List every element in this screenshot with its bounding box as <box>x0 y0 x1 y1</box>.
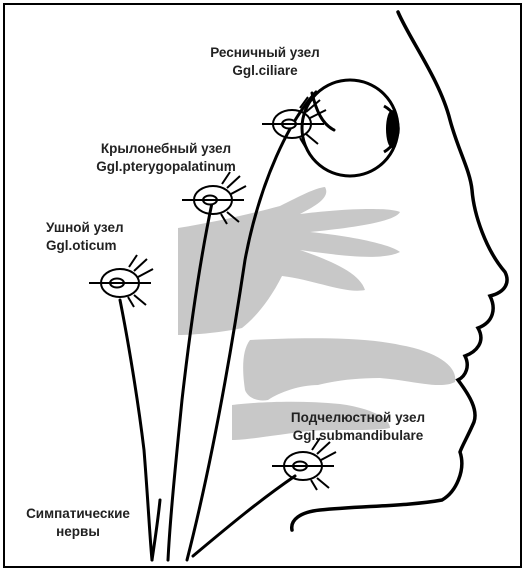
iris <box>386 110 398 148</box>
ganglion-submandibular <box>272 438 336 490</box>
label-ciliary-lat: Ggl.ciliare <box>196 62 334 80</box>
label-ciliary: Ресничный узел Ggl.ciliare <box>196 44 334 80</box>
label-pterygopalatine-ru: Крылонебный узел <box>82 140 250 158</box>
nerve-otic-branch <box>152 500 160 560</box>
label-otic-lat: Ggl.oticum <box>46 237 124 255</box>
label-ciliary-ru: Ресничный узел <box>196 44 334 62</box>
label-submandibular: Подчелюстной узел Ggl.submandibulare <box>283 409 433 445</box>
label-pterygopalatine-lat: Ggl.pterygopalatinum <box>82 158 250 176</box>
oral-cavity-shape <box>243 338 455 400</box>
label-sympathetic-1: Симпатические <box>16 505 140 523</box>
eyeball <box>302 80 398 176</box>
label-sympathetic-2: нервы <box>16 523 140 541</box>
label-sympathetic: Симпатические нервы <box>16 505 140 541</box>
nerve-submandibular <box>193 476 295 556</box>
label-submandibular-lat: Ggl.submandibulare <box>283 427 433 445</box>
label-pterygopalatine: Крылонебный узел Ggl.pterygopalatinum <box>82 140 250 176</box>
label-otic-ru: Ушной узел <box>46 219 124 237</box>
ganglion-pterygopalatine <box>182 172 246 224</box>
label-otic: Ушной узел Ggl.oticum <box>46 219 124 255</box>
label-submandibular-ru: Подчелюстной узел <box>283 409 433 427</box>
